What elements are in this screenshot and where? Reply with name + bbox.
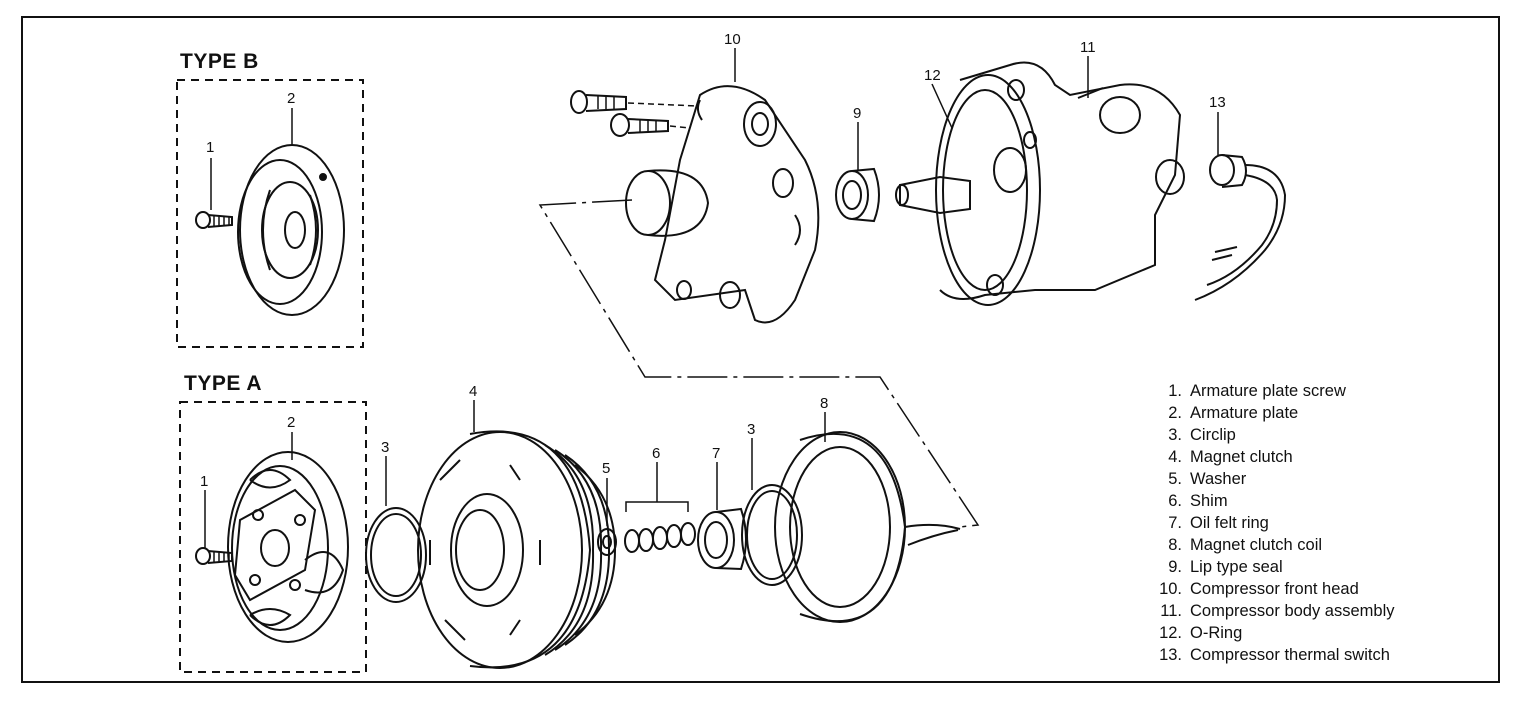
legend-num: 1. [1168, 382, 1182, 400]
legend-label: Oil felt ring [1190, 514, 1269, 532]
legend-label: Circlip [1190, 426, 1236, 444]
type-b-label: TYPE B [180, 50, 259, 73]
legend-item: 10. Compressor front head [1150, 578, 1395, 600]
compressor-front-head [625, 85, 820, 324]
type-a-box [179, 401, 367, 673]
legend-num: 11. [1160, 602, 1182, 620]
callout-7: 7 [712, 445, 720, 462]
compressor-thermal-switch [1194, 154, 1287, 301]
callout-4: 4 [469, 383, 477, 400]
legend-item: 12. O-Ring [1150, 622, 1395, 644]
shim-stack [624, 462, 696, 553]
callout-12: 12 [924, 67, 941, 84]
lip-type-seal [835, 167, 880, 223]
circlip-left [365, 507, 427, 603]
legend-label: O-Ring [1190, 624, 1243, 642]
callout-10: 10 [724, 31, 741, 48]
legend-label: Washer [1190, 470, 1247, 488]
magnet-clutch-pulley [417, 430, 617, 669]
callout-6: 6 [652, 445, 660, 462]
legend-label: Compressor front head [1190, 580, 1359, 598]
type-a-label: TYPE A [184, 372, 263, 395]
legend-label: Shim [1190, 492, 1228, 510]
circlip-right [741, 484, 803, 586]
legend-item: 5. Washer [1150, 468, 1395, 490]
legend-item: 2. Armature plate [1150, 402, 1395, 424]
magnet-clutch-coil [774, 431, 961, 623]
legend-item: 11. Compressor body assembly [1150, 600, 1395, 622]
callout-b1: 1 [206, 139, 214, 156]
legend-item: 9. Lip type seal [1150, 556, 1395, 578]
washer [597, 528, 617, 556]
front-head-bolt-bottom [610, 113, 691, 137]
callout-3b: 3 [747, 421, 755, 438]
callout-9: 9 [853, 105, 861, 122]
type-a-armature-plate [227, 451, 349, 643]
legend-label: Compressor thermal switch [1190, 646, 1390, 664]
front-head-bolt-top [570, 90, 699, 114]
callout-a2: 2 [287, 414, 295, 431]
legend-num: 8. [1168, 536, 1182, 554]
legend-item: 1. Armature plate screw [1150, 380, 1395, 402]
callout-3a: 3 [381, 439, 389, 456]
parts-legend: 1. Armature plate screw 2. Armature plate … [1150, 380, 1395, 666]
callout-a1: 1 [200, 473, 208, 490]
callout-13: 13 [1209, 94, 1226, 111]
callout-11: 11 [1080, 39, 1096, 56]
assembly-path-line [538, 199, 980, 528]
type-b-armature-screw [195, 211, 233, 229]
legend-label: Lip type seal [1190, 558, 1283, 576]
legend-label: Magnet clutch coil [1190, 536, 1323, 554]
legend-num: 7. [1168, 514, 1182, 532]
oil-felt-ring [697, 507, 747, 571]
callout-8: 8 [820, 395, 828, 412]
legend-label: Armature plate screw [1190, 382, 1346, 400]
legend-label: Armature plate [1190, 404, 1299, 422]
type-b-box [176, 79, 364, 348]
legend-label: Magnet clutch [1190, 448, 1293, 466]
callout-5: 5 [602, 460, 610, 477]
callout-b2: 2 [287, 90, 295, 107]
legend-item: 8. Magnet clutch coil [1150, 534, 1395, 556]
legend-num: 4. [1168, 448, 1182, 466]
legend-num: 5. [1168, 470, 1182, 488]
legend-item: 6. Shim [1150, 490, 1395, 512]
type-a-armature-screw [195, 547, 233, 565]
diagram-frame [21, 16, 1500, 683]
legend-item: 3. Circlip [1150, 424, 1395, 446]
legend-num: 6. [1168, 492, 1182, 510]
legend-num: 9. [1168, 558, 1182, 576]
compressor-body-assembly [895, 61, 1185, 306]
legend-num: 12. [1159, 624, 1182, 642]
leader-12 [931, 83, 953, 129]
legend-num: 13. [1159, 646, 1182, 664]
legend-item: 13. Compressor thermal switch [1150, 644, 1395, 666]
legend-label: Compressor body assembly [1190, 602, 1395, 620]
legend-num: 2. [1168, 404, 1182, 422]
legend-item: 4. Magnet clutch [1150, 446, 1395, 468]
legend-num: 10. [1159, 580, 1182, 598]
legend-num: 3. [1168, 426, 1182, 444]
type-b-armature-plate [237, 144, 345, 316]
legend-item: 7. Oil felt ring [1150, 512, 1395, 534]
